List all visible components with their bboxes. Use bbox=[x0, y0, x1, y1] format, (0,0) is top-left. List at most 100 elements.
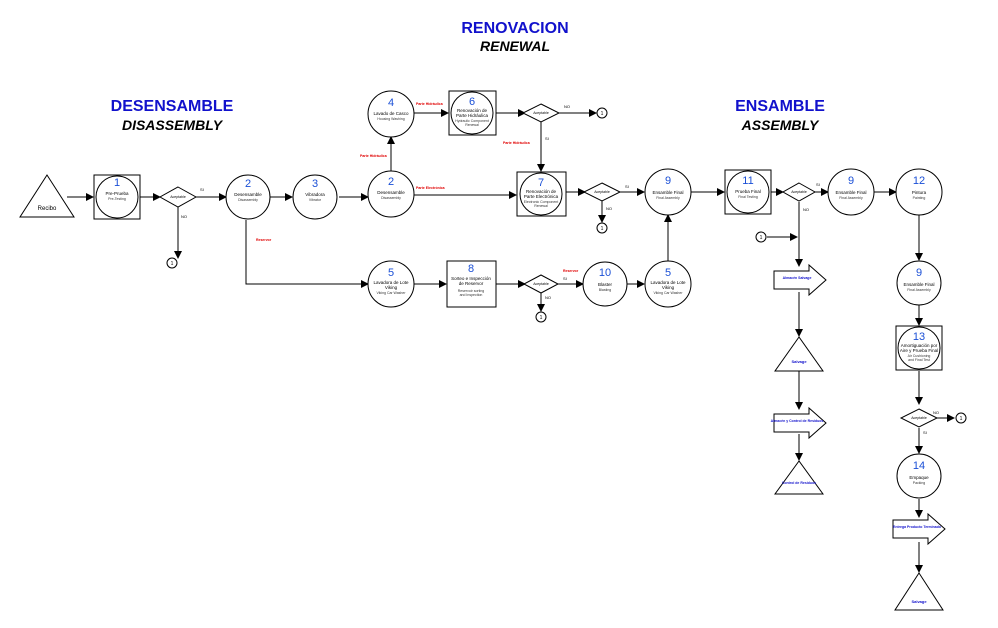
node-8-label2: de Reservor bbox=[459, 281, 484, 286]
transport-almacen-residuos: Almacén y Control de Residuos bbox=[771, 406, 827, 440]
node-14-sublabel: Packing bbox=[913, 481, 926, 485]
node-14-empaque: 14 Empaque Packing bbox=[896, 453, 942, 499]
label-parte-hidraulica-3: Parte Hidráulica bbox=[503, 141, 530, 145]
decision-6: Aceptable NO SI bbox=[899, 408, 939, 435]
decision-5-si: SI bbox=[816, 182, 820, 187]
node-11-prueba-final: 11 Prueba Final Final Testing bbox=[724, 169, 772, 215]
decision-2-no: NO bbox=[564, 104, 570, 109]
node-9-ensamble-final: 9 Ensamble Final Final Assembly bbox=[644, 168, 692, 216]
node-10-number: 10 bbox=[599, 267, 611, 279]
node-6-number: 6 bbox=[469, 96, 475, 108]
connector-1e-label: 1 bbox=[760, 235, 763, 241]
decision-6-label: Aceptable bbox=[911, 416, 927, 420]
decision-1-no: NO bbox=[181, 214, 187, 219]
heading-renovacion: RENOVACION bbox=[461, 20, 569, 37]
node-5-lavadora-lote: 5 Lavadora de Lote Viking Viking Car Was… bbox=[367, 260, 415, 308]
node-9c-sublabel: Final Assembly bbox=[907, 288, 931, 292]
node-9b-label: Ensamble Final bbox=[835, 190, 866, 195]
storage-control-residuos: Control de Residuos bbox=[774, 460, 824, 495]
node-4-label: Lavado de Casco bbox=[373, 111, 409, 116]
node-9c-label: Ensamble Final bbox=[903, 282, 934, 287]
node-6-renovacion-hidraulica: 6 Renovación de Parte Hidráulica Hydraul… bbox=[448, 90, 497, 136]
node-8-number: 8 bbox=[468, 263, 474, 275]
node-5b-label: Lavadora de Lote bbox=[650, 280, 686, 285]
node-6-label: Renovación de bbox=[457, 108, 488, 113]
decision-2: Aceptable NO SI bbox=[521, 103, 570, 141]
transport-almacen-salvage: Almacén Salvage bbox=[773, 263, 827, 297]
decision-5-no: NO bbox=[803, 207, 809, 212]
node-9-number: 9 bbox=[665, 175, 671, 187]
connector-1e: 1 bbox=[755, 231, 767, 243]
storage-salvage-final-label: Salvage bbox=[911, 599, 927, 604]
node-6-label2: Parte Hidráulica bbox=[456, 113, 489, 118]
connector-1d: 1 bbox=[535, 311, 547, 323]
node-13-label2: Aire y Prueba Final bbox=[900, 348, 938, 353]
connector-1c-label: 1 bbox=[601, 226, 604, 232]
node-13-sublabel2: and Final Test bbox=[908, 358, 930, 362]
node-6-sublabel: Hydraulic Component bbox=[455, 119, 489, 123]
connector-1f: 1 bbox=[955, 412, 967, 424]
node-7-sublabel: Electronic Component bbox=[524, 200, 558, 204]
storage-salvage-final: Salvage bbox=[894, 572, 944, 611]
node-11-sublabel: Final Testing bbox=[738, 195, 758, 199]
connector-1f-label: 1 bbox=[960, 416, 963, 422]
storage-salvage: Salvage bbox=[774, 336, 824, 372]
node-8-sublabel2: and Inspection bbox=[460, 293, 483, 297]
node-12-number: 12 bbox=[913, 175, 925, 187]
label-parte-hidraulica-1: Parte Hidráulica bbox=[360, 154, 387, 158]
node-9b-ensamble-final: 9 Ensamble Final Final Assembly bbox=[827, 168, 875, 216]
node-5b-sublabel: Viking Car Washer bbox=[654, 291, 684, 295]
node-8-sublabel: Reservoir sorting bbox=[458, 289, 485, 293]
node-3-number: 3 bbox=[312, 178, 318, 190]
node-5-label: Lavadora de Lote bbox=[373, 280, 409, 285]
node-1-number: 1 bbox=[114, 177, 120, 189]
node-10-blaster: 10 Blaster Blasting bbox=[582, 261, 628, 307]
label-parte-hidraulica-2: Parte Hidráulica bbox=[416, 102, 443, 106]
node-recibo: Recibo bbox=[19, 174, 75, 218]
decision-1: Aceptable SI NO bbox=[158, 186, 204, 219]
connector-1d-label: 1 bbox=[540, 315, 543, 321]
node-4-sublabel: Housing Washing bbox=[377, 117, 404, 121]
node-14-number: 14 bbox=[913, 460, 925, 472]
node-1-sublabel: Pre-Testing bbox=[108, 197, 126, 201]
transport-residuos-label: Almacén y Control de Residuos bbox=[771, 419, 824, 423]
node-14-label: Empaque bbox=[909, 475, 929, 480]
node-2b-desensamble: 2 Desensamble Disassembly bbox=[367, 170, 415, 218]
node-9c-ensamble-final: 9 Ensamble Final Final Assembly bbox=[896, 260, 942, 306]
decision-2-label: Aceptable bbox=[533, 111, 549, 115]
connector-1a-label: 1 bbox=[171, 261, 174, 267]
node-7-label: Renovación de bbox=[526, 189, 557, 194]
decision-3-si: SI bbox=[625, 184, 629, 189]
node-2b-number: 2 bbox=[388, 176, 394, 188]
label-reservor-1: Reservor bbox=[256, 238, 272, 242]
decision-2-si: SI bbox=[545, 136, 549, 141]
node-2-desensamble: 2 Desensamble Disassembly bbox=[225, 174, 271, 220]
node-8-label: Sorteo e Inspección bbox=[451, 276, 491, 281]
node-12-pintura: 12 Pintura Painting bbox=[895, 168, 943, 216]
heading-disassembly: DISASSEMBLY bbox=[121, 117, 223, 133]
node-7-sublabel2: Renewal bbox=[534, 204, 548, 208]
arrow-2-to-5 bbox=[245, 220, 369, 288]
node-2-sublabel: Disassembly bbox=[238, 198, 258, 202]
node-2-number: 2 bbox=[245, 178, 251, 190]
node-5b-label2: Viking bbox=[662, 285, 675, 290]
node-9b-sublabel: Final Assembly bbox=[839, 196, 863, 200]
heading-ensamble: ENSAMBLE bbox=[735, 98, 825, 115]
connector-lines bbox=[67, 109, 955, 573]
node-9b-number: 9 bbox=[848, 175, 854, 187]
decision-1-si: SI bbox=[200, 187, 204, 192]
node-6-sublabel2: Renewal bbox=[465, 123, 479, 127]
heading-assembly: ASSEMBLY bbox=[741, 117, 819, 133]
node-9c-number: 9 bbox=[916, 267, 922, 279]
node-12-label: Pintura bbox=[912, 190, 927, 195]
heading-desensamble: DESENSAMBLE bbox=[110, 98, 234, 115]
node-13-sublabel: Air Cushioning bbox=[908, 354, 931, 358]
node-4-number: 4 bbox=[388, 97, 394, 109]
node-4-lavado-casco: 4 Lavado de Casco Housing Washing bbox=[367, 90, 415, 138]
node-7-label2: Parte Electrónica bbox=[524, 194, 559, 199]
node-13-number: 13 bbox=[913, 331, 925, 343]
node-10-sublabel: Blasting bbox=[599, 288, 612, 292]
node-1-pre-prueba: 1 Pre-Prueba Pre-Testing bbox=[93, 174, 141, 220]
decision-5: Aceptable SI NO bbox=[781, 182, 820, 212]
